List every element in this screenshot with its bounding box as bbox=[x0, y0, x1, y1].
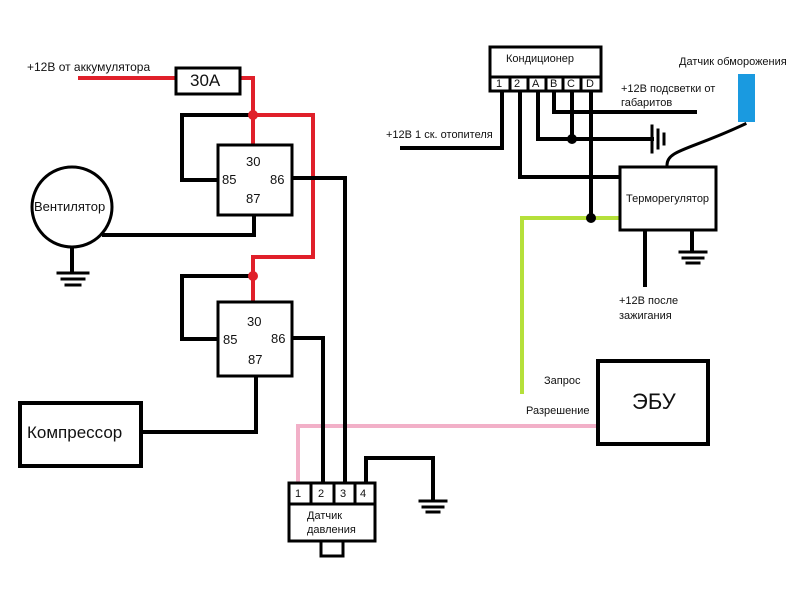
fan-circle bbox=[30, 165, 114, 249]
relay2-pin-86: 86 bbox=[271, 331, 286, 346]
fan-ground-icon bbox=[56, 271, 90, 287]
heater-label: +12В 1 ск. отопителя bbox=[386, 129, 493, 141]
lights-label: +12В подсветки от габаритов bbox=[621, 83, 716, 109]
thermostat-ground-icon bbox=[678, 250, 708, 265]
ac-pin-1: 1 bbox=[496, 78, 503, 90]
ac-ground-icon bbox=[650, 124, 666, 154]
ac-pin-D: D bbox=[586, 78, 594, 90]
relay1-pin-85: 85 bbox=[222, 172, 237, 187]
ac-pin-B: B bbox=[550, 78, 558, 90]
ignition-label: +12В после зажигания bbox=[619, 295, 679, 322]
frost-sensor-label: Датчик обморожения bbox=[679, 56, 787, 68]
fuse-box bbox=[174, 66, 242, 96]
pressure-ground-icon bbox=[418, 499, 448, 514]
compressor-label: Компрессор bbox=[27, 423, 123, 442]
ac-pin-C: C bbox=[567, 78, 575, 90]
request-label: Запрос bbox=[544, 375, 581, 387]
ac-pin-2: 2 bbox=[514, 78, 521, 90]
thermostat-box bbox=[618, 165, 718, 232]
pressure-pin-4: 4 bbox=[360, 488, 367, 500]
permission-wire bbox=[296, 424, 599, 485]
battery-label: +12В от аккумулятора bbox=[27, 60, 151, 74]
relay2-pin-85: 85 bbox=[223, 332, 238, 347]
black-wires bbox=[70, 89, 747, 502]
relay1-box bbox=[216, 143, 294, 217]
ac-pin-A: A bbox=[532, 78, 540, 90]
relay2-box bbox=[216, 300, 294, 378]
fuse-to-relay1 bbox=[238, 76, 255, 147]
fan-label: Вентилятор bbox=[34, 199, 106, 214]
relay1-pin-87: 87 bbox=[246, 191, 261, 206]
relay2-pin-87: 87 bbox=[248, 352, 263, 367]
pressure-sensor-label: Датчик давления bbox=[307, 510, 356, 536]
pressure-pin-2: 2 bbox=[318, 488, 325, 500]
ecu-label: ЭБУ bbox=[632, 389, 676, 414]
pressure-pin-3: 3 bbox=[340, 488, 347, 500]
ground-symbols bbox=[56, 124, 708, 514]
fuse-label: 30A bbox=[190, 71, 221, 90]
thermostat-label: Терморегулятор bbox=[626, 193, 710, 205]
compressor-box bbox=[18, 401, 143, 468]
junctions bbox=[248, 110, 596, 281]
relay1-pin-86: 86 bbox=[270, 172, 285, 187]
relay1-pin-30: 30 bbox=[246, 154, 261, 169]
permission-label: Разрешение bbox=[526, 405, 590, 417]
ac-unit-label: Кондиционер bbox=[506, 53, 575, 65]
pressure-pin-1: 1 bbox=[295, 488, 302, 500]
frost-sensor bbox=[738, 74, 755, 122]
ecu-box bbox=[596, 359, 710, 446]
relay2-pin-30: 30 bbox=[247, 314, 262, 329]
pressure-sensor-box bbox=[287, 481, 377, 543]
pressure-sensor-port bbox=[319, 539, 345, 558]
